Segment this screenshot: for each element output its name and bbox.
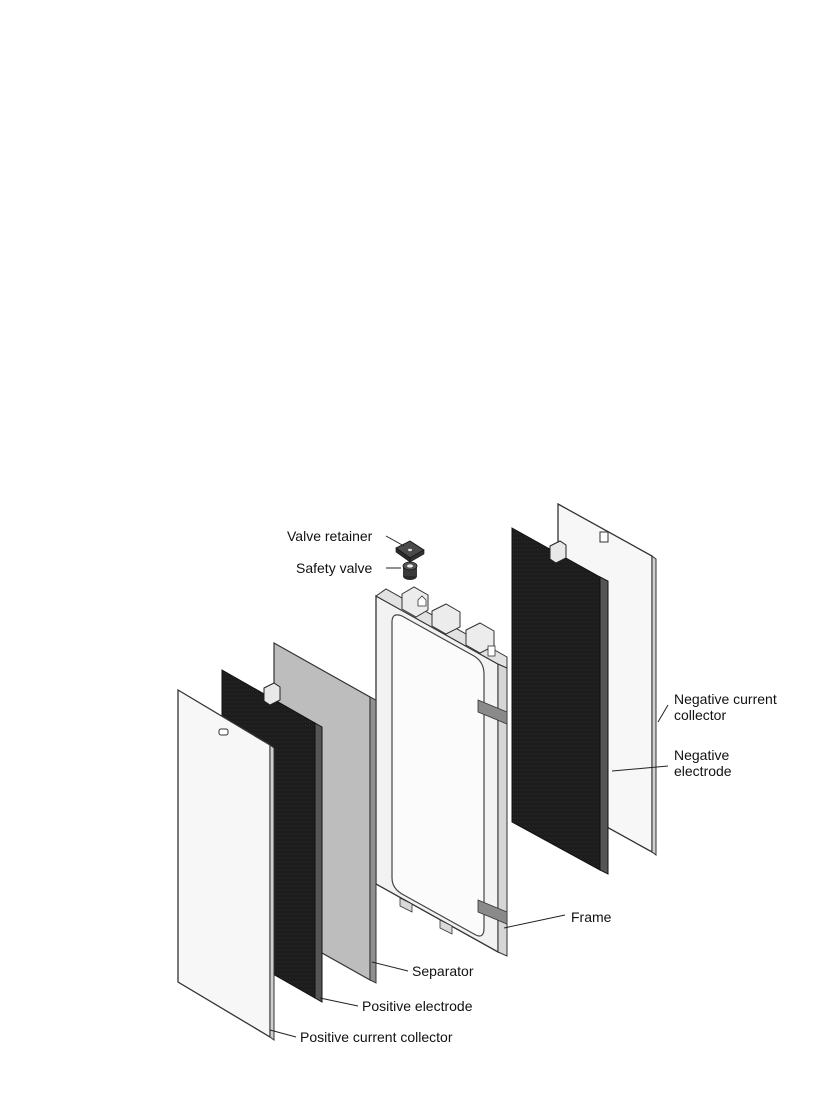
label-valve-retainer: Valve retainer — [287, 528, 372, 544]
label-negative-current-collector-line1: Negative current — [674, 691, 777, 707]
label-positive-electrode: Positive electrode — [362, 998, 473, 1014]
positive-current-collector — [178, 690, 274, 1040]
leader-valve-retainer — [386, 536, 404, 546]
label-positive-current-collector: Positive current collector — [300, 1029, 453, 1045]
cell-frame — [376, 587, 507, 956]
label-negative-current-collector: Negative current collector — [674, 691, 777, 723]
leader-negative-current-collector — [658, 705, 668, 722]
label-frame: Frame — [571, 909, 611, 925]
label-negative-electrode-line1: Negative — [674, 747, 732, 763]
label-negative-electrode: Negative electrode — [674, 747, 732, 779]
safety-valve — [403, 562, 417, 580]
leader-separator — [372, 962, 408, 971]
label-negative-current-collector-line2: collector — [674, 707, 777, 723]
leader-frame — [504, 915, 565, 928]
label-safety-valve: Safety valve — [296, 560, 372, 576]
leader-positive-electrode — [320, 998, 358, 1006]
negative-electrode — [512, 528, 608, 874]
label-negative-electrode-line2: electrode — [674, 763, 732, 779]
label-separator: Separator — [412, 963, 473, 979]
